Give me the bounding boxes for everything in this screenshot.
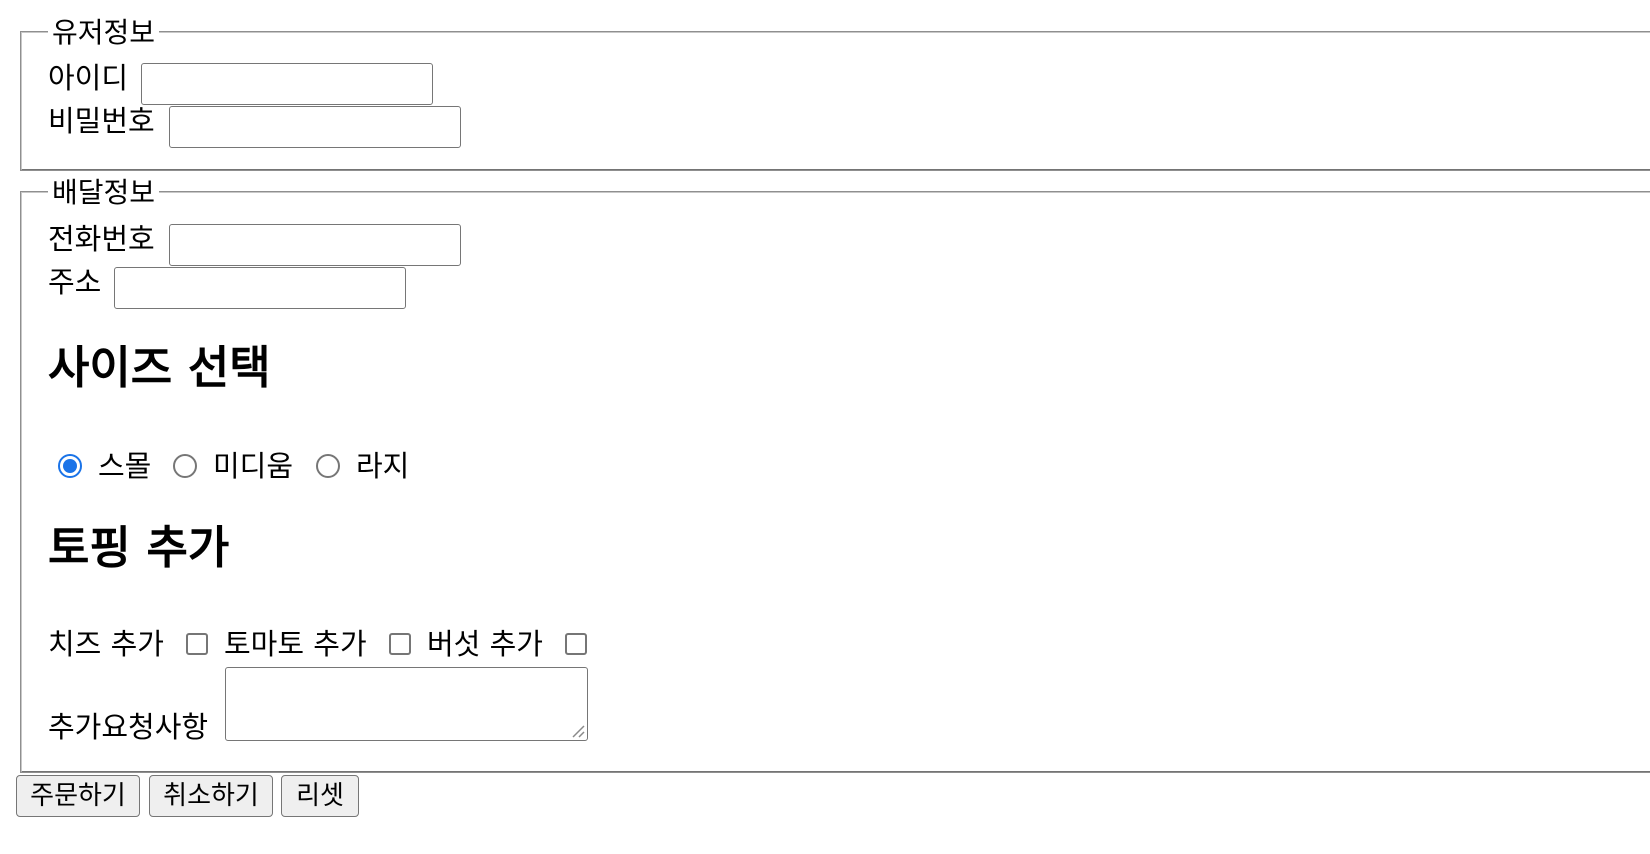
delivery-info-legend: 배달정보 (48, 175, 160, 211)
topping-label-cheese: 치즈 추가 (48, 627, 164, 661)
topping-label-mushroom: 버섯 추가 (427, 627, 543, 661)
address-label: 주소 (48, 265, 102, 299)
resize-grip-icon[interactable] (571, 724, 585, 738)
request-textarea[interactable] (225, 667, 588, 741)
delivery-info-fieldset: 배달정보 전화번호 주소 사이즈 선택 스몰 미디움 라지 토핑 추가 치즈 추… (20, 175, 1650, 773)
reset-button[interactable]: 리셋 (281, 775, 359, 817)
topping-checkbox-mushroom[interactable] (565, 633, 587, 655)
request-label: 추가요청사항 (48, 710, 209, 744)
cancel-button[interactable]: 취소하기 (149, 775, 273, 817)
topping-heading: 토핑 추가 (48, 521, 230, 574)
password-label: 비밀번호 (48, 104, 155, 138)
size-radio-large[interactable] (316, 454, 340, 478)
size-label-large: 라지 (356, 449, 410, 483)
size-radio-medium[interactable] (173, 454, 197, 478)
topping-checkbox-tomato[interactable] (389, 633, 411, 655)
size-label-small: 스몰 (98, 449, 152, 483)
size-label-medium: 미디움 (213, 449, 294, 483)
order-button[interactable]: 주문하기 (16, 775, 140, 817)
id-input[interactable] (141, 63, 433, 105)
topping-checkbox-cheese[interactable] (186, 633, 208, 655)
user-info-legend: 유저정보 (48, 15, 160, 51)
size-heading: 사이즈 선택 (48, 341, 271, 394)
password-input[interactable] (169, 106, 461, 148)
phone-label: 전화번호 (48, 222, 155, 256)
address-input[interactable] (114, 267, 406, 309)
user-info-fieldset: 유저정보 아이디 비밀번호 (20, 15, 1650, 171)
phone-input[interactable] (169, 224, 461, 266)
id-label: 아이디 (48, 61, 129, 95)
topping-label-tomato: 토마토 추가 (224, 627, 367, 661)
size-radio-small[interactable] (58, 454, 82, 478)
